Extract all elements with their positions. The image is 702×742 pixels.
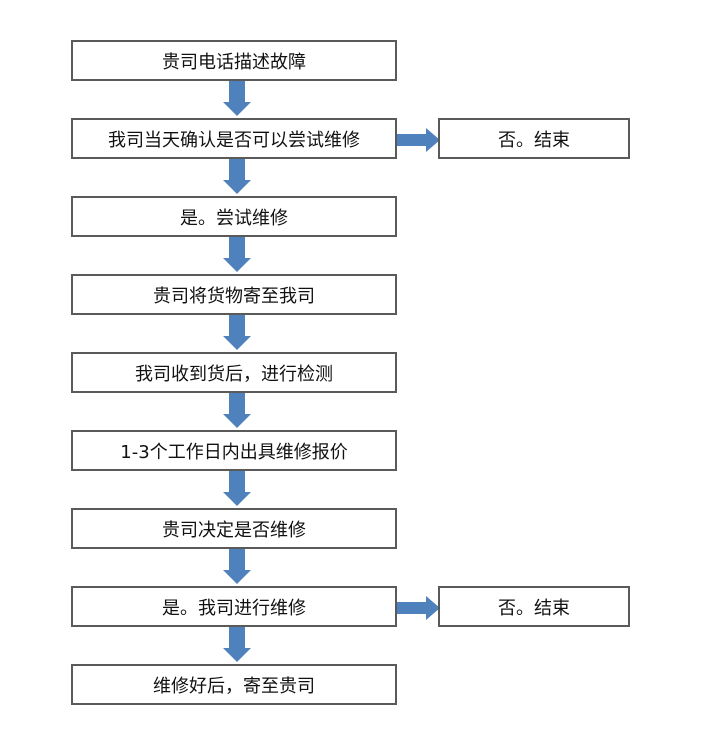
arrow-down-4 [223,315,251,350]
step-ship-back: 维修好后，寄至贵司 [71,664,397,705]
arrow-down-5 [223,393,251,428]
arrow-down-2 [223,159,251,194]
arrow-down-8 [223,627,251,662]
arrow-down-1 [223,81,251,116]
step-do-repair: 是。我司进行维修 [71,586,397,627]
branch-end-2: 否。结束 [438,586,630,627]
step-confirm-repairable: 我司当天确认是否可以尝试维修 [71,118,397,159]
step-decide-repair: 贵司决定是否维修 [71,508,397,549]
arrow-down-6 [223,471,251,506]
step-try-repair: 是。尝试维修 [71,196,397,237]
arrow-right-2 [397,596,440,620]
branch-end-1: 否。结束 [438,118,630,159]
arrow-down-7 [223,549,251,584]
arrow-right-1 [397,128,440,152]
step-ship-goods: 贵司将货物寄至我司 [71,274,397,315]
step-quote: 1-3个工作日内出具维修报价 [71,430,397,471]
arrow-down-3 [223,237,251,272]
step-receive-inspect: 我司收到货后，进行检测 [71,352,397,393]
step-report-fault: 贵司电话描述故障 [71,40,397,81]
